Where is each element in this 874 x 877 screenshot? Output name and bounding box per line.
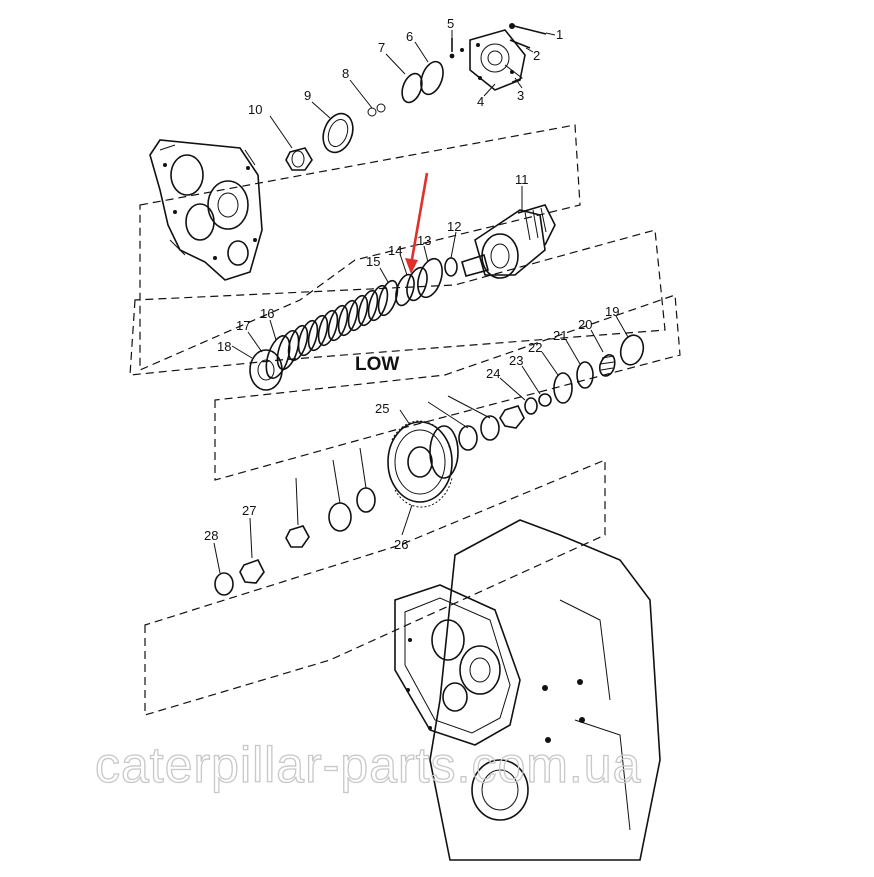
- guide-box-low-clutch: [129, 229, 666, 376]
- callout-17[interactable]: 17: [236, 318, 250, 333]
- callout-3[interactable]: 3: [517, 88, 524, 103]
- callout-25[interactable]: 25: [375, 401, 389, 416]
- callout-6[interactable]: 6: [406, 29, 413, 44]
- clutch-hub-shaft: [461, 204, 556, 279]
- callout-2[interactable]: 2: [533, 48, 540, 63]
- callout-4[interactable]: 4: [477, 94, 484, 109]
- middle-rings: [458, 334, 645, 451]
- callout-28[interactable]: 28: [204, 528, 218, 543]
- callout-10[interactable]: 10: [248, 102, 262, 117]
- callout-19[interactable]: 19: [605, 304, 619, 319]
- callout-16[interactable]: 16: [260, 306, 274, 321]
- transmission-case: [394, 519, 661, 861]
- top-cover-assembly: [449, 23, 547, 91]
- callout-1[interactable]: 1: [556, 27, 563, 42]
- guide-box-lower: [144, 459, 606, 716]
- housing-plate: [149, 139, 263, 281]
- callout-27[interactable]: 27: [242, 503, 256, 518]
- callout-22[interactable]: 22: [528, 340, 542, 355]
- lower-bearings: [214, 487, 376, 596]
- callout-15[interactable]: 15: [366, 254, 380, 269]
- callout-13[interactable]: 13: [417, 233, 431, 248]
- guide-box-middle: [214, 294, 681, 481]
- callout-12[interactable]: 12: [447, 219, 461, 234]
- callout-24[interactable]: 24: [486, 366, 500, 381]
- highlight-arrow: [405, 172, 429, 274]
- callout-18[interactable]: 18: [217, 339, 231, 354]
- callout-14[interactable]: 14: [388, 243, 402, 258]
- guide-box-top: [139, 124, 581, 371]
- callout-26[interactable]: 26: [394, 537, 408, 552]
- callout-5[interactable]: 5: [447, 16, 454, 31]
- drive-gear: [387, 420, 459, 508]
- low-clutch-pack: [249, 257, 458, 391]
- low-section-label: LOW: [355, 354, 399, 375]
- callout-11[interactable]: 11: [515, 172, 529, 187]
- watermark-text: caterpillar-parts.com.ua: [95, 737, 641, 793]
- callout-20[interactable]: 20: [578, 317, 592, 332]
- callout-23[interactable]: 23: [509, 353, 523, 368]
- callout-numbers: 1 2 3 4 5 6 7 8 9 10 11 12 13 14 15 16 1…: [204, 16, 619, 552]
- callout-9[interactable]: 9: [304, 88, 311, 103]
- upper-rings: [285, 60, 444, 171]
- callout-7[interactable]: 7: [378, 40, 385, 55]
- callout-8[interactable]: 8: [342, 66, 349, 81]
- leader-lines: [213, 30, 629, 574]
- callout-21[interactable]: 21: [553, 328, 567, 343]
